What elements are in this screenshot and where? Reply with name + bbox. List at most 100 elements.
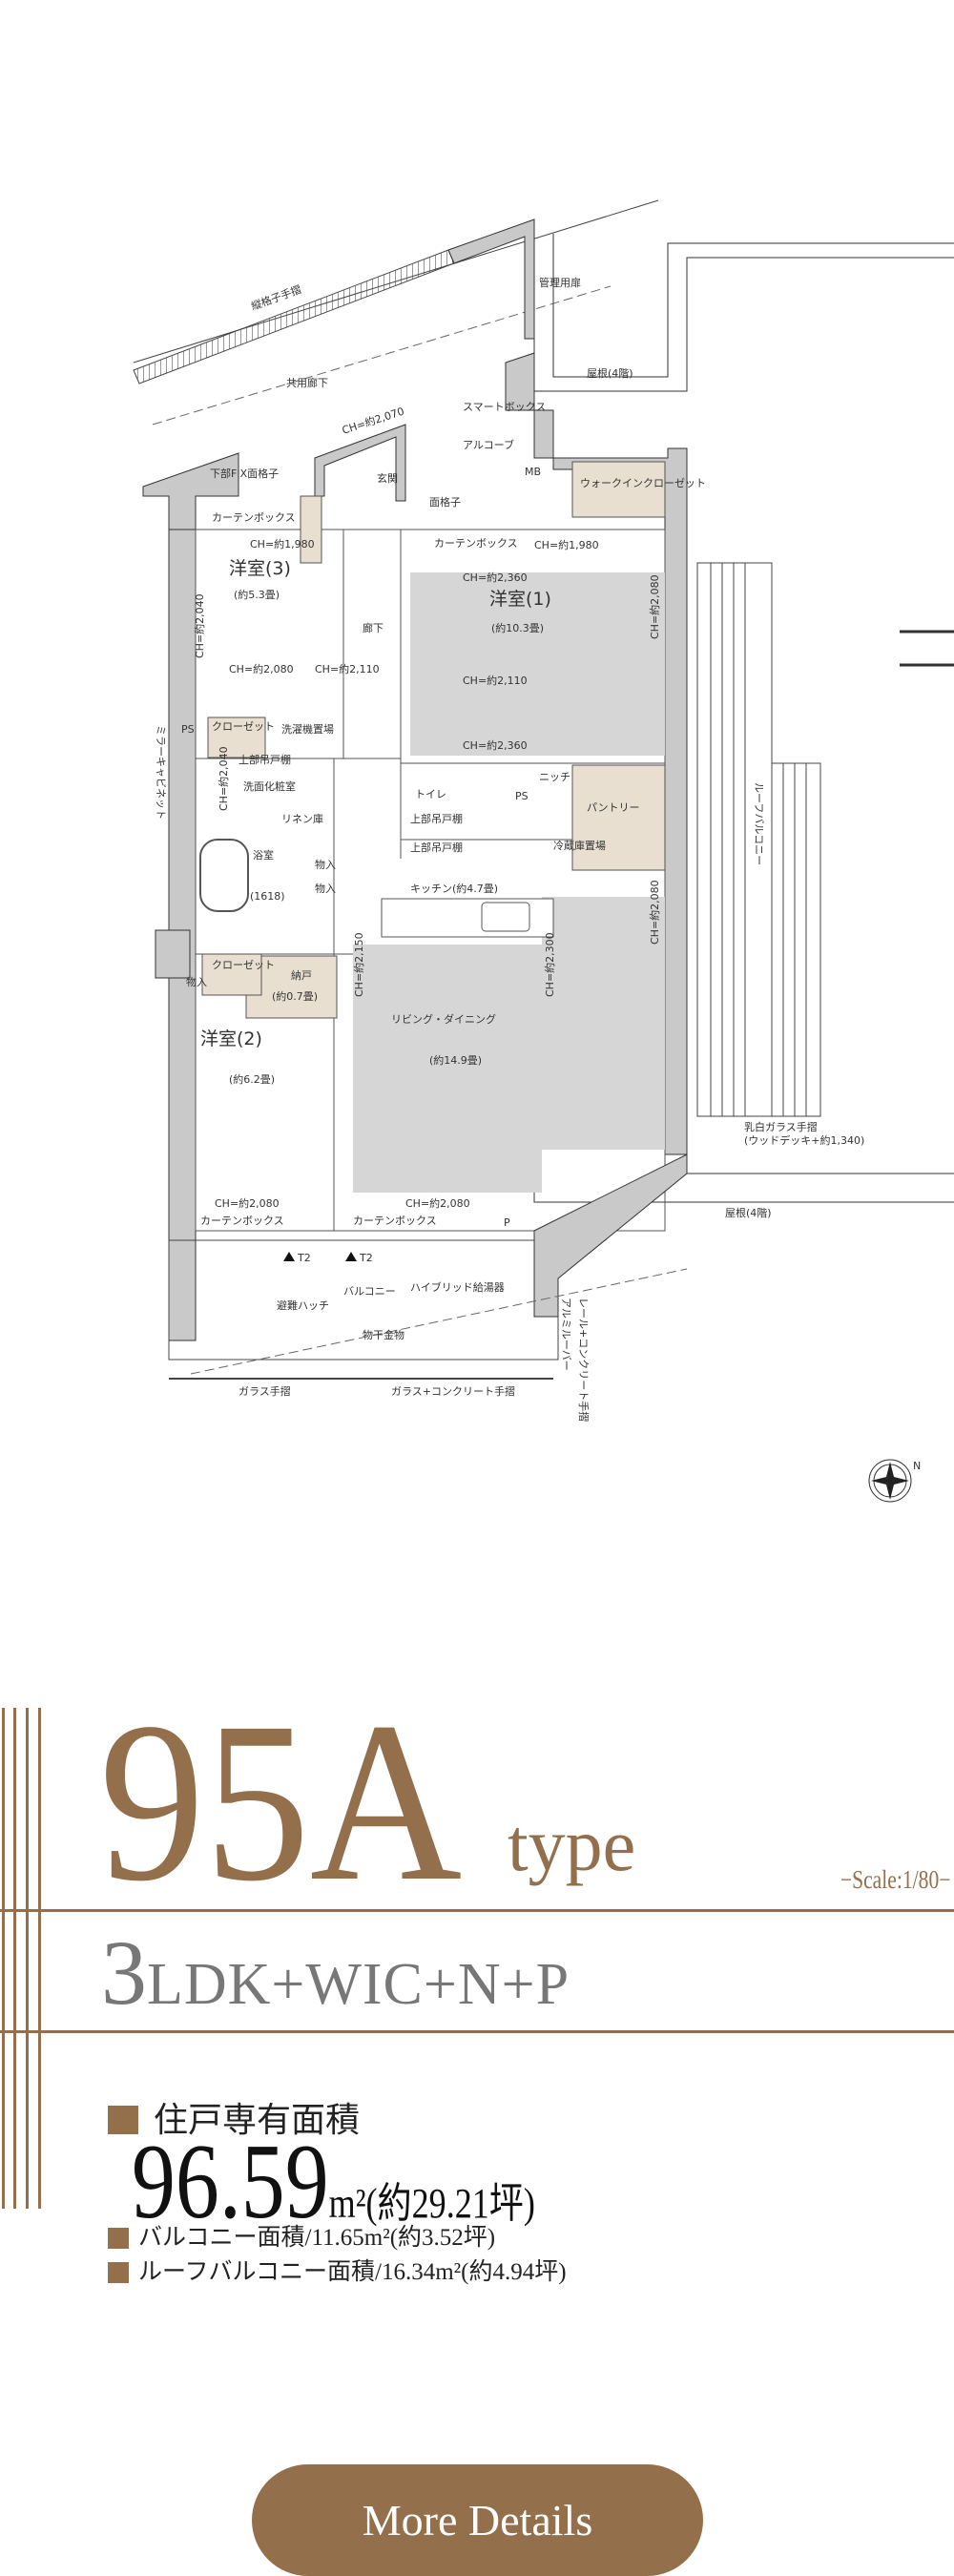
compass-icon: N [868, 1459, 921, 1503]
label-closet: クローゼット [212, 720, 275, 733]
area-number: 96.59 [132, 2123, 329, 2241]
area-value: 96.59m²(約29.21坪) [132, 2129, 535, 2235]
roof-balcony-area-text: ルーフバルコニー面積/16.34m²(約4.94坪) [138, 2259, 567, 2285]
label-hallway: 廊下 [363, 621, 384, 634]
label-corridor: 共用廊下 [286, 376, 328, 389]
label-curtain-box: カーテンボックス [200, 1215, 284, 1227]
label-bath: 浴室 [253, 848, 274, 862]
kitchen-counter [381, 898, 554, 938]
roof-balcony-deck [696, 562, 821, 1117]
label-living: リビング・ダイニング [391, 1012, 496, 1026]
label-ch: CH=約2,360 [463, 738, 528, 752]
label-niche: ニッチ [539, 771, 570, 783]
label-alcove: アルコーブ [463, 438, 514, 451]
label-glass-rail: ガラス手摺 [238, 1384, 291, 1398]
layout-label: 3LDK+WIC+N+P [101, 1927, 570, 2019]
label-mirror-cabinet: ミラーキャビネット [155, 725, 167, 820]
divider [0, 1909, 954, 1912]
label-nando: 納戸 [291, 969, 312, 982]
svg-text:N: N [913, 1460, 921, 1472]
label-ch: CH=約1,980 [250, 537, 315, 551]
label-ch: CH=約2,080 [648, 574, 661, 639]
area-unit: m²(約29.21坪) [328, 2180, 535, 2227]
label-ch: CH=約2,080 [405, 1196, 470, 1210]
label-t2: T2 [359, 1252, 373, 1264]
label-smart-box: スマートボックス [463, 401, 546, 413]
layout-rooms: LDK+WIC+N+P [147, 1952, 570, 2017]
label-glass-concrete-rail: ガラス+コンクリート手摺 [391, 1384, 515, 1398]
label-grille: 面格子 [429, 495, 461, 509]
label-drying: 物干金物 [363, 1328, 404, 1341]
area-heading-text: 住戸専有面積 [154, 2101, 361, 2139]
wall [533, 1153, 688, 1318]
label-upper-cabinet: 上部吊戸棚 [238, 753, 291, 766]
label-rail-concrete: レール+コンクリート手摺 [577, 1298, 591, 1422]
living-fill [353, 897, 665, 1193]
label-milky-glass: 乳白ガラス手摺 [744, 1120, 818, 1133]
divider [0, 2030, 954, 2033]
label-wood-deck: (ウッドデッキ+約1,340) [744, 1133, 864, 1147]
room1-fill [410, 572, 665, 756]
handrail-top [133, 249, 455, 384]
balcony-area: バルコニー面積/11.65m²(約3.52坪) [108, 2225, 495, 2252]
label-aluminum-louver: アルミルーバー [560, 1298, 572, 1371]
area-heading: 住戸専有面積 [108, 2102, 360, 2138]
bullet-square-icon [108, 2262, 129, 2283]
floor-plan: N 共用廊下 縦格子手摺 管理用扉 屋根(4階) 屋根(4階) スマートボックス… [133, 199, 954, 1503]
label-water-heater: ハイブリッド給湯器 [410, 1280, 505, 1294]
label-fridge: 冷蔵庫置場 [553, 839, 606, 852]
roof-balcony-area: ルーフバルコニー面積/16.34m²(約4.94坪) [108, 2259, 567, 2286]
label-ch: CH=約2,080 [648, 880, 661, 945]
label-ch: CH=約2,040 [217, 746, 230, 811]
decor-line [38, 1708, 41, 2209]
kitchen-sink [481, 902, 530, 932]
closet3-fill [207, 717, 266, 758]
label-roof: 屋根(4階) [587, 366, 633, 380]
scale-label: −Scale:1/80− [840, 1865, 950, 1894]
label-ch: CH=約1,980 [534, 538, 599, 551]
pillar [155, 929, 191, 979]
label-laundry: 洗濯機置場 [281, 722, 334, 736]
entry-shelf [300, 495, 322, 564]
label-nando-size: (約0.7畳) [272, 989, 318, 1003]
decor-line [26, 1708, 29, 2209]
label-kitchen: キッチン(約4.7畳) [410, 882, 498, 895]
label-ch: CH=約2,110 [463, 674, 528, 687]
label-mb: MB [525, 466, 541, 478]
label-fix-grille: 下部FIX面格子 [210, 467, 279, 480]
type-suffix: type [508, 1803, 636, 1886]
label-curtain-box: カーテンボックス [353, 1215, 437, 1227]
label-mgmt-door: 管理用扉 [539, 276, 581, 289]
decor-line [13, 1708, 16, 2209]
label-roof: 屋根(4階) [725, 1206, 772, 1219]
label-upper-cabinet: 上部吊戸棚 [410, 841, 463, 854]
bullet-square-icon [108, 2106, 138, 2134]
label-ch: CH=約2,150 [352, 932, 365, 997]
label-washroom: 洗面化粧室 [243, 779, 296, 793]
label-upper-cabinet: 上部吊戸棚 [410, 812, 463, 825]
balcony-area-text: バルコニー面積/11.65m²(約3.52坪) [138, 2225, 496, 2251]
balcony-t2-marker [345, 1252, 357, 1261]
pantry-fill [571, 764, 666, 871]
wic-fill [571, 461, 666, 518]
label-p: P [504, 1216, 510, 1229]
layout-number: 3 [101, 1922, 147, 2024]
more-details-button[interactable]: More Details [252, 2464, 703, 2576]
label-room3-size: (約5.3畳) [234, 588, 280, 601]
label-t2: T2 [297, 1252, 311, 1264]
label-ch: CH=約2,300 [543, 932, 556, 997]
label-ch: CH=約2,360 [463, 571, 528, 584]
label-ch: CH=約2,080 [215, 1196, 280, 1210]
label-ch: CH=約2,080 [229, 662, 294, 675]
wall [314, 424, 406, 502]
label-wic: ウォークインクローゼット [580, 477, 706, 489]
label-bath-size: (1618) [250, 890, 285, 903]
label-ps: PS [181, 723, 195, 736]
label-living-size: (約14.9畳) [429, 1053, 482, 1067]
label-storage: 物入 [186, 975, 207, 988]
balcony-t2-marker [283, 1252, 295, 1261]
label-room1: 洋室(1) [489, 589, 551, 610]
bathtub [199, 839, 249, 912]
decor-line [2, 1708, 5, 2209]
label-entrance: 玄関 [377, 471, 398, 485]
